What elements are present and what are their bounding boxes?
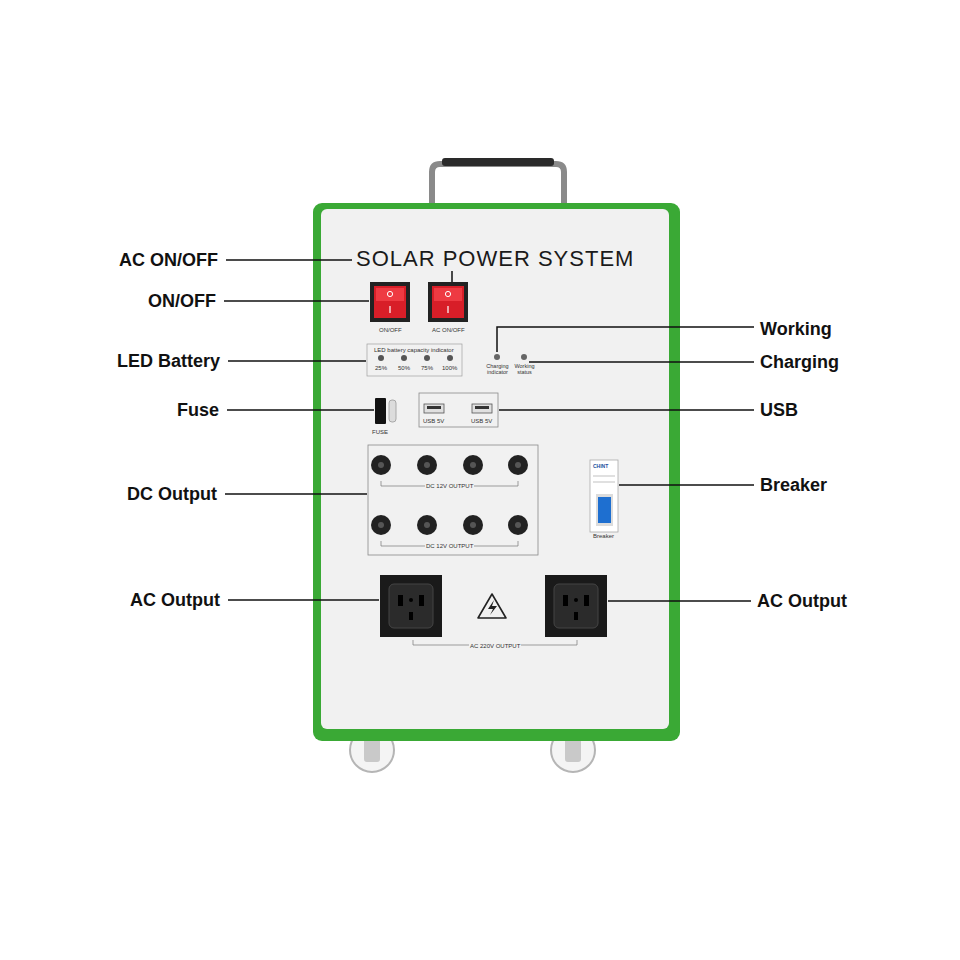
percent-label: 75% (420, 365, 434, 372)
callout-label: Working (760, 319, 832, 340)
percent-label: 25% (374, 365, 388, 372)
callout-label: DC Output (127, 484, 217, 505)
brand-label: CHINT (592, 464, 609, 470)
indicator-label: Working status (512, 363, 537, 375)
port-label: USB 5V (470, 418, 493, 425)
callout-label: Fuse (177, 400, 219, 421)
callout-label: AC Output (757, 591, 847, 612)
output-label: AC 220V OUTPUT (469, 643, 521, 650)
port-label: USB 5V (422, 418, 445, 425)
switch-label: ON/OFF (378, 327, 403, 334)
housing: SOLAR POWER SYSTEM (315, 205, 678, 740)
callout-label: LED Battery (117, 351, 220, 372)
callout-label: Charging (760, 352, 839, 373)
callout-label: AC ON/OFF (119, 250, 218, 271)
callout-label: USB (760, 400, 798, 421)
callout-label: AC Output (130, 590, 220, 611)
fuse-label: FUSE (371, 429, 389, 436)
output-label: DC 12V OUTPUT (425, 543, 474, 550)
percent-label: 100% (441, 365, 458, 372)
panel-title: SOLAR POWER SYSTEM (352, 246, 638, 271)
output-label: DC 12V OUTPUT (425, 483, 474, 490)
switch-label: AC ON/OFF (431, 327, 466, 334)
panel-label: LED battery capacity indicator (373, 347, 455, 354)
callout-label: Breaker (760, 475, 827, 496)
breaker-label: Breaker (592, 533, 615, 540)
indicator-label: Charging indicator (485, 363, 510, 375)
percent-label: 50% (397, 365, 411, 372)
callout-label: ON/OFF (148, 291, 216, 312)
